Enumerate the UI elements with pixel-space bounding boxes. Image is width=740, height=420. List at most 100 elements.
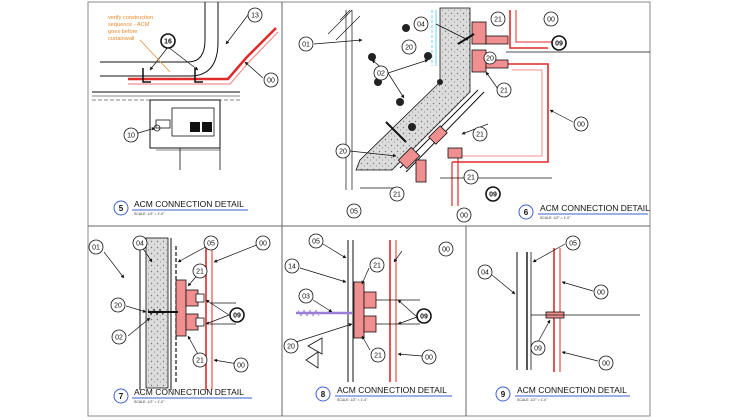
tag-bubble: 21: [463, 169, 479, 185]
detail-number: 5: [119, 204, 124, 213]
svg-text:21: 21: [500, 88, 508, 95]
svg-text:21: 21: [494, 17, 502, 24]
tag-bubble: 09: [485, 186, 501, 202]
tag-bubble: 00: [598, 355, 614, 371]
tag-bubble: 21: [369, 257, 385, 273]
note-line: goes before: [108, 29, 138, 35]
svg-text:00: 00: [460, 213, 468, 220]
tag-bubble: 04: [132, 235, 148, 251]
tag-bubble: 00: [421, 349, 437, 365]
tag-bubble: 00: [573, 116, 589, 132]
note-line: curtainwall: [108, 36, 134, 42]
detail-scale: SCALE: 1/2" = 1'-0": [337, 398, 368, 402]
svg-text:20: 20: [486, 56, 494, 63]
detail-scale: SCALE: 1/2" = 1'-0": [134, 212, 165, 216]
tag-bubble: 05: [203, 235, 219, 251]
detail-scale: SCALE: 1/2" = 1'-0": [540, 216, 571, 220]
svg-text:03: 03: [302, 294, 310, 301]
svg-text:21: 21: [467, 175, 475, 182]
detail-scale: SCALE: 1/2" = 1'-0": [517, 398, 548, 402]
detail-title: ACM CONNECTION DETAIL: [337, 385, 447, 395]
detail-title-block: 8 ACM CONNECTION DETAIL SCALE: 1/2" = 1'…: [315, 385, 452, 402]
svg-text:13: 13: [251, 13, 259, 20]
detail-number: 8: [321, 390, 326, 399]
tag-bubble: 20: [335, 143, 351, 159]
svg-text:01: 01: [302, 42, 310, 49]
tag-bubble: 00: [255, 235, 271, 251]
svg-text:00: 00: [267, 78, 275, 85]
tag-bubble: 04: [413, 16, 429, 32]
svg-text:00: 00: [577, 122, 585, 129]
tag-bubble: 21: [192, 352, 208, 368]
svg-text:20: 20: [114, 303, 122, 310]
svg-text:21: 21: [393, 192, 401, 199]
tag-bubble: 09: [530, 340, 546, 356]
svg-text:10: 10: [127, 133, 135, 140]
tag-bubble: 21: [370, 347, 386, 363]
tag-bubble: 14: [284, 258, 300, 274]
detail-title: ACM CONNECTION DETAIL: [134, 387, 244, 397]
svg-text:05: 05: [312, 239, 320, 246]
detail-number: 6: [524, 208, 529, 217]
svg-text:02: 02: [115, 335, 123, 342]
tag-bubble: 05: [346, 203, 362, 219]
tag-bubble: 05: [565, 235, 581, 251]
tag-bubble: 00: [543, 11, 559, 27]
svg-text:16: 16: [164, 39, 172, 46]
svg-text:00: 00: [425, 355, 433, 362]
svg-text:04: 04: [136, 241, 144, 248]
construction-note: verify construction sequence - ACM goes …: [108, 15, 171, 73]
svg-text:21: 21: [196, 358, 204, 365]
svg-text:09: 09: [420, 314, 428, 321]
svg-text:04: 04: [481, 270, 489, 277]
note-line: sequence - ACM: [108, 22, 150, 28]
svg-text:21: 21: [476, 132, 484, 139]
svg-text:04: 04: [417, 22, 425, 29]
note-line: verify construction: [108, 15, 153, 21]
tag-bubble: 09: [229, 307, 245, 323]
detail-scale: SCALE: 1/2" = 1'-0": [134, 400, 165, 404]
tag-bubble: 21: [490, 11, 506, 27]
detail-6: 01 04 20 21 00 09 02 21 21 00 20 21 21 0…: [298, 7, 650, 223]
svg-text:00: 00: [597, 290, 605, 297]
tag-bubble: 01: [88, 239, 104, 255]
detail-title-block: 7 ACM CONNECTION DETAIL SCALE: 1/2" = 1'…: [113, 387, 252, 404]
svg-text:00: 00: [259, 241, 267, 248]
tag-bubble: 20: [401, 39, 417, 55]
svg-text:00: 00: [602, 361, 610, 368]
svg-text:05: 05: [350, 209, 358, 216]
detail-title-block: 5 ACM CONNECTION DETAIL SCALE: 1/2" = 1'…: [113, 199, 248, 216]
svg-text:01: 01: [92, 245, 100, 252]
svg-text:09: 09: [489, 192, 497, 199]
svg-text:20: 20: [287, 344, 295, 351]
svg-text:05: 05: [207, 241, 215, 248]
detail-9: 04 05 00 09 00 9 ACM CONNECTION DETAIL S…: [477, 235, 640, 402]
detail-title-block: 9 ACM CONNECTION DETAIL SCALE: 1/2" = 1'…: [495, 385, 630, 402]
tag-bubble: 20: [283, 338, 299, 354]
detail-number: 9: [501, 390, 506, 399]
tag-bubble: 00: [263, 72, 279, 88]
detail-7: 01 04 05 00 21 20 02 09 21 00 7 ACM CONN…: [88, 235, 271, 404]
tag-bubble: 05: [308, 233, 324, 249]
tag-bubble: 09: [416, 308, 432, 324]
detail-title: ACM CONNECTION DETAIL: [540, 203, 650, 213]
detail-title: ACM CONNECTION DETAIL: [134, 199, 244, 209]
detail-5: verify construction sequence - ACM goes …: [92, 2, 279, 216]
tag-bubble: 16: [160, 33, 176, 49]
svg-text:14: 14: [288, 264, 296, 271]
tag-bubble: 09: [551, 35, 567, 51]
tag-bubble: 02: [373, 65, 389, 81]
svg-text:20: 20: [339, 149, 347, 156]
detail-number: 7: [119, 392, 124, 401]
tag-bubble: 20: [483, 51, 497, 65]
tag-bubble: 01: [298, 36, 314, 52]
tag-bubble: 10: [123, 127, 139, 143]
svg-text:09: 09: [555, 41, 563, 48]
tag-bubble: 13: [247, 7, 263, 23]
detail-8: 05 00 14 21 03 09 20 21 00 8 ACM CONNECT…: [283, 233, 454, 402]
svg-text:00: 00: [237, 363, 245, 370]
tag-bubble: 00: [233, 357, 249, 373]
detail-title: ACM CONNECTION DETAIL: [517, 385, 627, 395]
svg-text:05: 05: [569, 241, 577, 248]
